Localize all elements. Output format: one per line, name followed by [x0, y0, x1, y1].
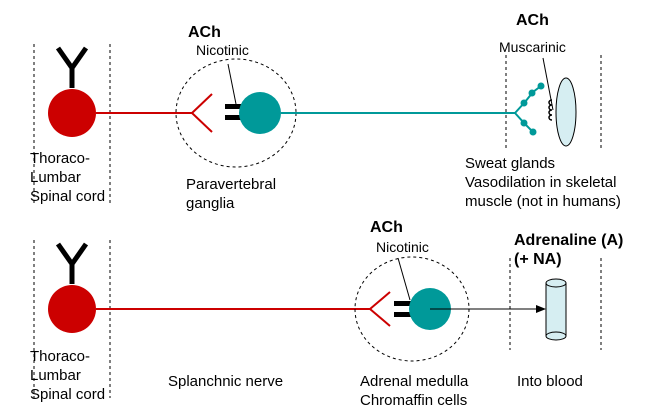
origin-label-2-line3: Spinal cord	[30, 386, 106, 403]
target-label-line1: Sweat glands	[465, 155, 556, 172]
ganglion-transmitter-label-1: ACh	[188, 24, 221, 41]
preganglionic-cell-body-2	[48, 285, 96, 333]
origin-label-1-line3: Spinal cord	[30, 188, 106, 205]
target-transmitter-label: ACh	[516, 12, 549, 29]
origin-label-2-line1: Thoraco-	[30, 348, 91, 365]
preganglionic-cell-body-1	[48, 89, 96, 137]
ganglion-receptor-label-1: Nicotinic	[196, 42, 249, 58]
muscarinic-receptor-icon	[548, 99, 553, 121]
adrenal-label-line1: Adrenal medulla	[360, 373, 469, 390]
nerve-label: Splanchnic nerve	[168, 373, 284, 390]
muscarinic-pointer	[542, 57, 554, 111]
target-cell-1	[555, 77, 577, 147]
postganglionic-cell-body-1	[239, 92, 281, 134]
secretion-arrowhead	[536, 305, 546, 313]
receptor-pointer-2	[397, 257, 411, 301]
nicotinic-receptor-icon-2	[394, 301, 416, 317]
dendrite-icon-1	[55, 46, 89, 88]
target-label-line2: Vasodilation in skeletal	[465, 174, 617, 191]
axon-terminal-2	[369, 291, 391, 327]
origin-label-1-line1: Thoraco-	[30, 150, 91, 167]
adrenal-label-line2: Chromaffin cells	[360, 392, 468, 409]
ganglion-receptor-label-2: Nicotinic	[376, 239, 429, 255]
origin-label-2-line2: Lumbar	[30, 367, 81, 384]
postganglionic-terminal-1	[514, 82, 545, 136]
target-receptor-label: Muscarinic	[499, 39, 566, 55]
axon-terminal-1	[191, 93, 213, 133]
blood-label: Into blood	[517, 373, 583, 390]
hormone-label-line1: Adrenaline (A)	[514, 232, 624, 249]
ganglion-transmitter-label-2: ACh	[370, 219, 403, 236]
hormone-label-line2: (+ NA)	[514, 251, 562, 268]
ganglion-label-1-line2: ganglia	[186, 195, 235, 212]
dendrite-icon-2	[55, 242, 89, 284]
target-label-line3: muscle (not in humans)	[465, 193, 621, 210]
blood-vessel-icon	[545, 278, 567, 341]
ganglion-label-1-line1: Paravertebral	[186, 176, 277, 193]
origin-label-1-line2: Lumbar	[30, 169, 81, 186]
nicotinic-receptor-icon-1	[225, 104, 247, 120]
receptor-pointer-1	[227, 63, 237, 105]
